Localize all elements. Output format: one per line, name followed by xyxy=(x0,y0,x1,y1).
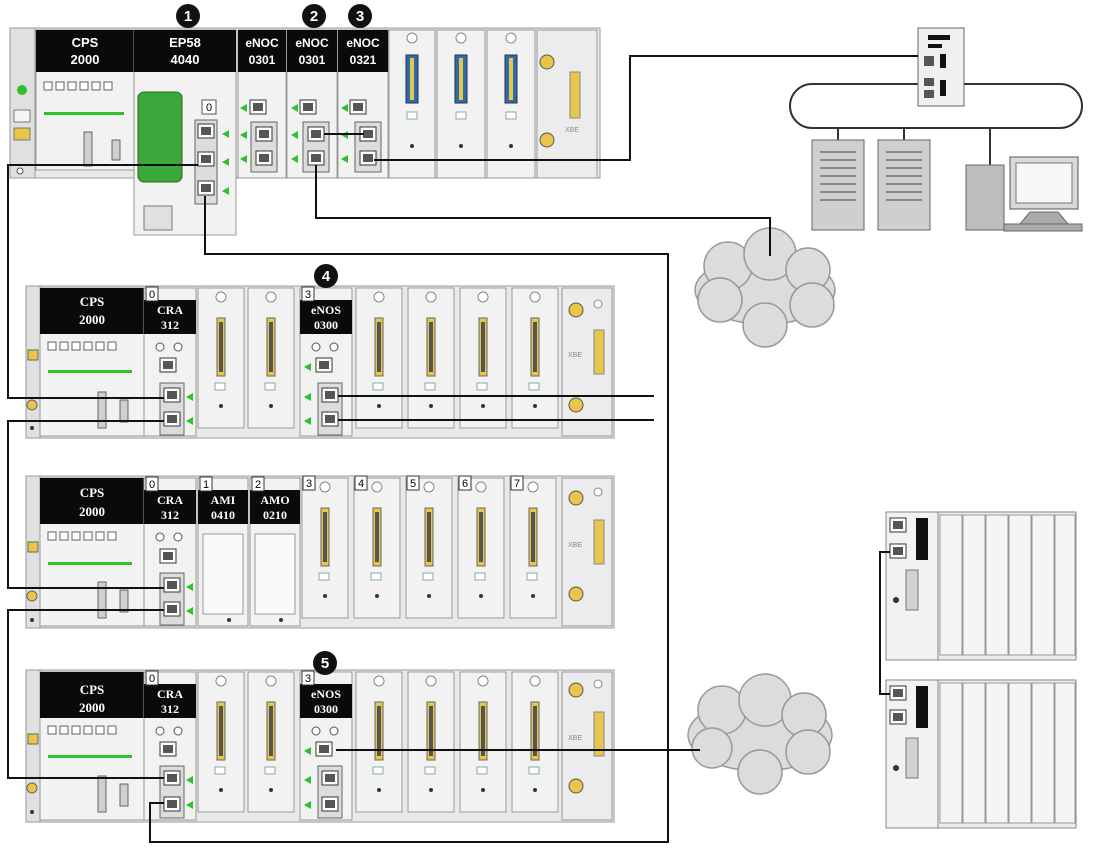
drop-3-rack: CPS 2000 0 CRA 312 xyxy=(25,669,615,823)
main-cps-module[interactable]: CPS 2000 xyxy=(35,29,135,171)
drop-1-cra-label-2: 312 xyxy=(161,318,179,332)
cloud-network-1 xyxy=(694,227,836,348)
callout-1-number: 1 xyxy=(184,8,192,25)
drop-2-end-cap: XBE xyxy=(561,477,613,627)
drop-3-enos-label-1: eNOS xyxy=(311,687,341,701)
drop-2-cps-label-1: CPS xyxy=(80,485,105,500)
main-cpu-slot-number: 0 xyxy=(206,102,212,114)
drop-2-slot-6-number: 6 xyxy=(462,478,468,490)
drop-2-rack: CPS 2000 0 CRA 312 xyxy=(25,475,615,629)
main-enoc-1-label-2: 0301 xyxy=(249,53,276,67)
drop-1-cps-label-2: 2000 xyxy=(79,312,105,327)
drop-3-enos-label-2: 0300 xyxy=(314,702,338,716)
drop-3-cra-label-2: 312 xyxy=(161,702,179,716)
callout-1: 1 xyxy=(176,4,200,28)
distributed-io-island-1[interactable] xyxy=(885,511,1077,661)
drop-2-slot-3-number: 3 xyxy=(306,478,312,490)
drop-2-xbe-mark: XBE xyxy=(568,542,582,549)
main-io-module-1[interactable] xyxy=(388,29,436,179)
drop-3-cps-label-1: CPS xyxy=(80,682,105,697)
main-enoc-module-3[interactable]: eNOC 0321 xyxy=(337,29,389,179)
main-rack-end-cap: XBE xyxy=(536,29,598,179)
drop-1-xbe-mark: XBE xyxy=(568,352,582,359)
callout-3: 3 xyxy=(348,4,372,28)
drop-2-io-slot-7[interactable]: 7 xyxy=(509,475,557,619)
drop-2-io-slot-6[interactable]: 6 xyxy=(457,475,505,619)
drop-1-enos-module[interactable]: 3 eNOS 0300 xyxy=(299,286,353,437)
drop-3-enos-slot: 3 xyxy=(305,673,311,685)
drop-2-ami-label-1: AMI xyxy=(211,493,236,507)
drop-3-end-cap: XBE xyxy=(561,671,613,821)
main-xbe-mark: XBE xyxy=(565,127,579,134)
cloud-network-2 xyxy=(687,673,833,795)
main-cpu-label-1: EP58 xyxy=(169,35,201,50)
distributed-io-island-2[interactable] xyxy=(885,679,1077,829)
drop-2-io-slot-4[interactable]: 4 xyxy=(353,475,401,619)
main-enoc-module-2[interactable]: eNOC 0301 xyxy=(286,29,338,179)
drop-1-enos-label-1: eNOS xyxy=(311,303,341,317)
callout-2: 2 xyxy=(302,4,326,28)
main-cpu-module[interactable]: EP58 4040 0 xyxy=(133,29,237,236)
network-switch[interactable] xyxy=(917,27,965,107)
server-2 xyxy=(877,139,931,231)
drop-3-cra-slot: 0 xyxy=(149,673,155,685)
callout-2-number: 2 xyxy=(310,8,318,25)
main-cps-label-2: 2000 xyxy=(71,52,100,67)
drop-2-slot-4-number: 4 xyxy=(358,478,364,490)
callout-4: 4 xyxy=(314,264,338,288)
drop-2-ami-module[interactable]: 1 AMI 0410 xyxy=(197,476,249,627)
drop-3-cps-module[interactable]: CPS 2000 xyxy=(39,671,145,821)
main-cpu-label-2: 4040 xyxy=(171,52,200,67)
main-io-module-2[interactable] xyxy=(436,29,486,179)
callout-4-number: 4 xyxy=(322,268,331,285)
drop-3-cps-label-2: 2000 xyxy=(79,700,105,715)
drop-3-xbe-mark: XBE xyxy=(568,735,582,742)
drop-2-cra-module[interactable]: 0 CRA 312 xyxy=(143,476,197,627)
main-enoc-3-label-1: eNOC xyxy=(346,36,380,50)
drop-1-enos-label-2: 0300 xyxy=(314,318,338,332)
drop-2-slot-7-number: 7 xyxy=(514,478,520,490)
drop-1-cps-module[interactable]: CPS 2000 xyxy=(39,287,145,437)
main-enoc-module-1[interactable]: eNOC 0301 xyxy=(237,29,287,179)
drop-2-cra-label-2: 312 xyxy=(161,508,179,522)
drop-1-cps-label-1: CPS xyxy=(80,294,105,309)
drop-1-cra-label-1: CRA xyxy=(157,303,183,317)
ethernet-cables xyxy=(7,55,918,843)
drop-2-amo-module[interactable]: 2 AMO 0210 xyxy=(249,476,301,627)
drop-3-enos-module[interactable]: 3 eNOS 0300 xyxy=(299,670,353,821)
drop-1-cra-slot: 0 xyxy=(149,289,155,301)
workstation xyxy=(965,156,1083,232)
drop-2-amo-label-2: 0210 xyxy=(263,508,287,522)
main-cps-label-1: CPS xyxy=(72,35,99,50)
main-enoc-2-label-2: 0301 xyxy=(299,53,326,67)
drop-3-cra-module[interactable]: 0 CRA 312 xyxy=(143,670,197,821)
drop-2-cps-module[interactable]: CPS 2000 xyxy=(39,477,145,627)
drop-2-ami-label-2: 0410 xyxy=(211,508,235,522)
main-rack: CPS 2000 EP58 4040 0 xyxy=(9,27,601,236)
server-1 xyxy=(811,139,865,231)
drop-2-cra-slot: 0 xyxy=(149,479,155,491)
drop-2-amo-label-1: AMO xyxy=(260,493,289,507)
drop-2-ami-slot: 1 xyxy=(203,479,209,491)
drop-2-slot-5-number: 5 xyxy=(410,478,416,490)
drop-1-rack: CPS 2000 0 CRA 312 xyxy=(25,285,615,439)
main-enoc-3-label-2: 0321 xyxy=(350,53,377,67)
main-enoc-1-label-1: eNOC xyxy=(245,36,279,50)
callout-3-number: 3 xyxy=(356,8,364,25)
drop-2-io-slot-5[interactable]: 5 xyxy=(405,475,453,619)
main-io-module-3[interactable] xyxy=(486,29,536,179)
drop-3-cra-label-1: CRA xyxy=(157,687,183,701)
main-enoc-2-label-1: eNOC xyxy=(295,36,329,50)
callout-5: 5 xyxy=(313,651,337,675)
drop-2-amo-slot: 2 xyxy=(255,479,261,491)
drop-1-end-cap: XBE xyxy=(561,287,613,437)
drop-1-enos-slot: 3 xyxy=(305,289,311,301)
drop-2-cps-label-2: 2000 xyxy=(79,504,105,519)
callout-5-number: 5 xyxy=(321,655,329,672)
control-network-ring xyxy=(789,83,1083,165)
drop-2-io-slot-3[interactable]: 3 xyxy=(301,475,349,619)
drop-1-cra-module[interactable]: 0 CRA 312 xyxy=(143,286,197,437)
drop-2-cra-label-1: CRA xyxy=(157,493,183,507)
